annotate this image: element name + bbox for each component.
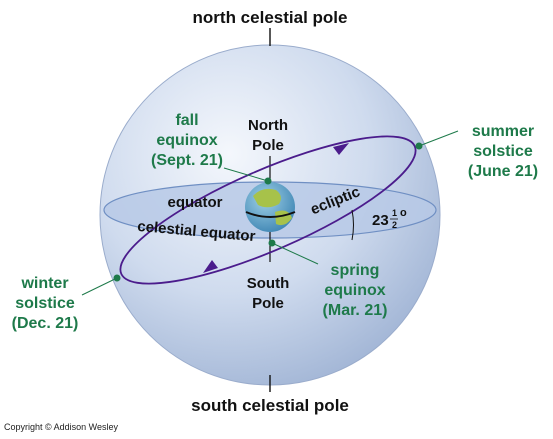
winter-solstice-point: [113, 274, 121, 282]
summer-solstice-label-line3: (June 21): [468, 163, 538, 180]
north-celestial-pole-label: north celestial pole: [193, 8, 348, 27]
equator-label: equator: [167, 194, 222, 211]
tilt-angle-arc: [351, 209, 354, 241]
north-pole-label-line2: Pole: [252, 137, 284, 154]
south-pole-label-line1: South: [247, 275, 290, 292]
winter-solstice-label-line2: solstice: [15, 295, 75, 312]
north-pole-label-line1: North: [248, 117, 288, 134]
fall-equinox-point: [264, 177, 272, 185]
spring-equinox-point: [268, 239, 276, 247]
fall-equinox-label-line3: (Sept. 21): [151, 152, 223, 169]
spring-equinox-leader: [271, 242, 319, 265]
summer-solstice-point: [415, 142, 423, 150]
summer-solstice-leader: [418, 130, 459, 147]
south-celestial-pole-label: south celestial pole: [191, 396, 349, 415]
spring-equinox-label-line3: (Mar. 21): [323, 302, 388, 319]
earth-equator-line: [245, 211, 296, 218]
tilt-angle-label: 23 1 2 o: [372, 207, 407, 230]
winter-solstice-leader: [81, 277, 118, 296]
south-pole-label-line2: Pole: [252, 295, 284, 312]
earth: [245, 182, 296, 232]
spring-equinox-label-line1: spring: [331, 262, 380, 279]
fall-equinox-label-line1: fall: [175, 112, 198, 129]
ecliptic-arrow-top: [333, 143, 349, 155]
svg-text:23: 23: [372, 212, 389, 229]
svg-text:2: 2: [392, 220, 397, 230]
summer-solstice-label-line2: solstice: [473, 143, 533, 160]
copyright-text: Copyright © Addison Wesley: [4, 422, 119, 432]
svg-text:o: o: [400, 207, 407, 219]
svg-text:1: 1: [392, 208, 397, 218]
ecliptic-arrow-bottom: [203, 260, 218, 273]
winter-solstice-label-line3: (Dec. 21): [12, 315, 79, 332]
ecliptic-path: [119, 135, 417, 285]
winter-solstice-label-line1: winter: [20, 275, 68, 292]
summer-solstice-label-line1: summer: [472, 123, 534, 140]
fall-equinox-leader: [223, 167, 269, 182]
fall-equinox-label-line2: equinox: [156, 132, 217, 149]
spring-equinox-label-line2: equinox: [324, 282, 385, 299]
